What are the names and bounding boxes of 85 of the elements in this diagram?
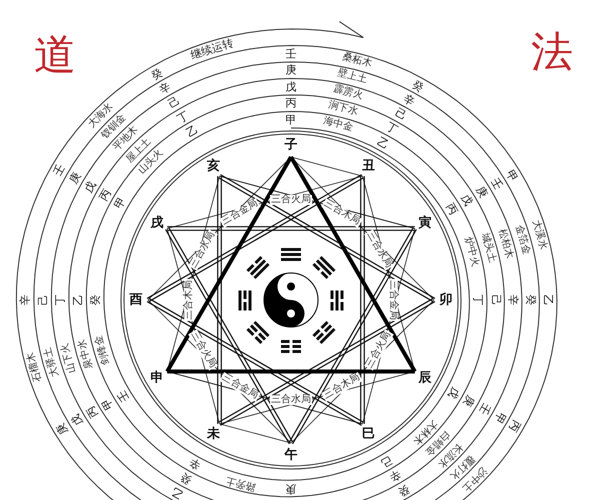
heavenly-stem-label: 己 bbox=[166, 94, 182, 110]
heavenly-stem-label: 庚 bbox=[286, 64, 296, 76]
earthly-branch-label: 戌 bbox=[150, 216, 164, 229]
title-character: 法 bbox=[531, 31, 573, 73]
title-character: 道 bbox=[34, 34, 76, 76]
heavenly-stem-label: 己 bbox=[37, 294, 48, 306]
heavenly-stem-label: 癸 bbox=[410, 78, 426, 94]
heavenly-stem-label: 辛 bbox=[387, 468, 402, 484]
earthly-branch-label: 未 bbox=[207, 428, 220, 441]
heavenly-stem-label: 辛 bbox=[187, 456, 202, 472]
heavenly-stem-label: 甲 bbox=[100, 396, 115, 412]
heavenly-stem-label: 壬 bbox=[477, 402, 492, 417]
heavenly-stem-label: 庚 bbox=[54, 421, 70, 436]
heavenly-stem-label: 癸 bbox=[525, 294, 536, 306]
heavenly-stem-label: 癸 bbox=[90, 294, 101, 306]
heavenly-stem-label: 丁 bbox=[54, 294, 66, 306]
heavenly-stem-label: 己 bbox=[378, 454, 394, 470]
heavenly-stem-label: 癸 bbox=[178, 471, 194, 486]
heavenly-stem-label: 戊 bbox=[70, 412, 85, 428]
nayin-element-label: 城头土 bbox=[479, 232, 497, 264]
heavenly-stem-label: 乙 bbox=[72, 294, 84, 306]
triad-label: 三合水局 bbox=[188, 229, 218, 271]
heavenly-stem-label: 乙 bbox=[376, 135, 391, 150]
nayin-element-label: 泉中水 bbox=[76, 338, 94, 370]
heavenly-stem-label: 丁 bbox=[472, 294, 484, 306]
triad-label: 三合火局 bbox=[270, 195, 312, 205]
heavenly-stem-label: 庚 bbox=[462, 394, 477, 409]
heavenly-stem-label: 辛 bbox=[20, 294, 31, 306]
heavenly-stem-label: 乙 bbox=[170, 485, 185, 500]
heavenly-stem-label: 甲 bbox=[492, 410, 508, 426]
heavenly-stem-label: 癸 bbox=[149, 66, 164, 82]
heavenly-stem-label: 丁 bbox=[175, 108, 190, 124]
heavenly-stem-label: 己 bbox=[393, 106, 408, 122]
heavenly-stem-label: 丙 bbox=[507, 418, 522, 434]
nayin-element-label: 大驿土 bbox=[43, 346, 60, 378]
nayin-element-label: 大溪水 bbox=[530, 220, 548, 252]
heavenly-stem-label: 己 bbox=[490, 294, 502, 306]
earthly-branch-label: 卯 bbox=[440, 294, 452, 306]
triad-label: 三合水局 bbox=[270, 395, 312, 405]
triad-label: 三合木局 bbox=[184, 279, 194, 321]
heavenly-stem-label: 甲 bbox=[112, 195, 128, 211]
spiral-note: 继续运转 bbox=[190, 38, 235, 62]
heavenly-stem-label: 乙 bbox=[184, 123, 200, 138]
nayin-element-label: 石榴木 bbox=[26, 350, 44, 383]
earthly-branch-label: 巳 bbox=[362, 428, 375, 441]
heavenly-stem-label: 庚 bbox=[286, 483, 296, 494]
nayin-element-label: 炉中火 bbox=[462, 236, 480, 268]
nayin-element-label: 海中金 bbox=[322, 116, 354, 134]
earthly-branch-label: 亥 bbox=[207, 159, 220, 172]
nayin-element-label: 剑锋金 bbox=[94, 334, 112, 366]
heavenly-stem-label: 戊 bbox=[459, 192, 474, 208]
heavenly-stem-label: 癸 bbox=[396, 483, 412, 498]
earthly-branch-label: 丑 bbox=[362, 159, 375, 172]
heavenly-stem-label: 庚 bbox=[474, 184, 490, 200]
nayin-element-label: 山下火 bbox=[60, 342, 78, 374]
nayin-element-label: 路旁土 bbox=[225, 474, 258, 492]
triad-label: 三合金局 bbox=[388, 279, 398, 321]
heavenly-stem-label: 壬 bbox=[115, 388, 130, 404]
heavenly-stem-label: 壬 bbox=[286, 48, 296, 60]
heavenly-stem-label: 乙 bbox=[542, 294, 554, 306]
heavenly-stem-label: 辛 bbox=[508, 294, 519, 306]
heavenly-stem-label: 戊 bbox=[446, 385, 462, 400]
heavenly-stem-label: 丙 bbox=[286, 98, 296, 109]
nayin-element-label: 涧下水 bbox=[327, 100, 359, 118]
heavenly-stem-label: 戊 bbox=[286, 81, 296, 92]
heavenly-stem-label: 辛 bbox=[158, 80, 173, 96]
heavenly-stem-label: 庚 bbox=[67, 170, 82, 186]
heavenly-stem-label: 丙 bbox=[444, 200, 460, 216]
earthly-branch-label: 寅 bbox=[418, 216, 432, 229]
heavenly-stem-label: 甲 bbox=[504, 168, 520, 184]
heavenly-stem-label: 戊 bbox=[82, 178, 98, 194]
heavenly-stem-label: 甲 bbox=[286, 114, 296, 126]
earthly-branch-label: 午 bbox=[284, 448, 298, 462]
heavenly-stem-label: 壬 bbox=[490, 176, 505, 192]
earthly-branch-label: 子 bbox=[284, 138, 298, 152]
heavenly-stem-label: 丁 bbox=[384, 120, 400, 136]
heavenly-stem-label: 丙 bbox=[97, 187, 112, 202]
earthly-branch-label: 酉 bbox=[130, 294, 142, 306]
nayin-element-label: 金箔金 bbox=[513, 224, 530, 256]
heavenly-stem-label: 丙 bbox=[84, 404, 100, 420]
earthly-branch-label: 辰 bbox=[418, 371, 432, 384]
heavenly-stem-label: 辛 bbox=[402, 92, 417, 108]
earthly-branch-label: 申 bbox=[150, 371, 164, 384]
nayin-element-label: 松柏木 bbox=[496, 228, 514, 260]
heavenly-stem-label: 壬 bbox=[52, 162, 67, 178]
